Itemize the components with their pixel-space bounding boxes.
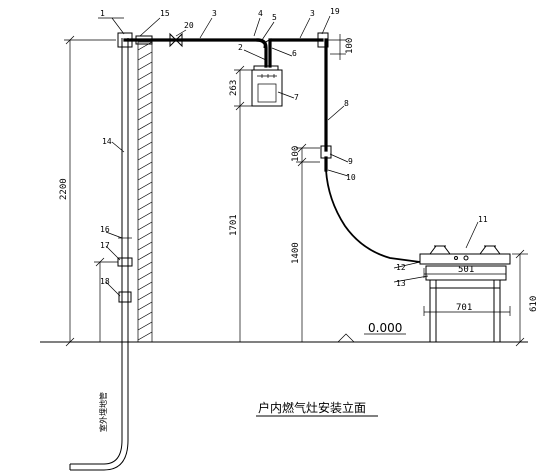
riser-fitting-18 <box>118 291 132 303</box>
dimension-lines <box>64 34 528 347</box>
callout-7: 7 <box>294 93 299 102</box>
callout-14: 14 <box>102 137 112 146</box>
callout-12: 12 <box>396 263 406 272</box>
valve-20 <box>169 32 177 48</box>
callout-15: 15 <box>160 9 170 18</box>
tee-fitting <box>117 32 133 48</box>
dim-valve-gap: 100 <box>291 146 301 162</box>
callout-19: 19 <box>330 7 340 16</box>
callout-13: 13 <box>396 279 406 288</box>
stove-stand <box>425 265 507 342</box>
dim-stand-width: 701 <box>456 303 472 313</box>
dim-meter-top: 100 <box>345 38 355 54</box>
callouts: 1 15 20 3 4 5 3 19 2 6 7 8 14 9 10 11 16… <box>100 7 488 288</box>
level-marker: 0.000 <box>337 321 406 343</box>
level-label: 0.000 <box>368 321 402 335</box>
callout-5: 5 <box>272 13 277 22</box>
leader-lines <box>98 15 479 297</box>
drawing-title: 户内燃气灶安装立面 <box>258 400 366 415</box>
callout-10: 10 <box>346 173 356 182</box>
dim-stove-height: 610 <box>529 296 539 312</box>
callout-3-left: 3 <box>212 9 217 18</box>
callout-3-right: 3 <box>310 9 315 18</box>
callout-18: 18 <box>100 277 110 286</box>
callout-20: 20 <box>184 21 194 30</box>
wall <box>137 41 153 343</box>
dimension-texts: 2200 263 1701 100 100 1400 501 701 610 <box>59 38 539 313</box>
callout-6: 6 <box>292 49 297 58</box>
callout-16: 16 <box>100 225 110 234</box>
wall-sleeve <box>135 35 153 45</box>
callout-9: 9 <box>348 157 353 166</box>
callout-1: 1 <box>100 9 105 18</box>
callout-11: 11 <box>478 215 488 224</box>
riser-pipe <box>69 38 133 471</box>
callout-2: 2 <box>238 43 243 52</box>
flexible-hose <box>325 169 421 263</box>
dim-meter-height: 263 <box>229 80 239 96</box>
gas-stove <box>419 245 511 265</box>
riser-fitting-17 <box>117 257 133 267</box>
dim-valve-height: 1400 <box>291 242 301 264</box>
supply-pipe <box>117 32 332 172</box>
ground-pipe-note: 室外埋地管 <box>98 392 108 432</box>
callout-17: 17 <box>100 241 110 250</box>
callout-8: 8 <box>344 99 349 108</box>
dim-stove-width: 501 <box>458 265 474 275</box>
dim-meter-bottom: 1701 <box>229 214 239 236</box>
wall-hatch <box>137 41 153 341</box>
callout-4: 4 <box>258 9 263 18</box>
gas-meter <box>251 38 283 107</box>
dim-total-height: 2200 <box>59 178 69 200</box>
